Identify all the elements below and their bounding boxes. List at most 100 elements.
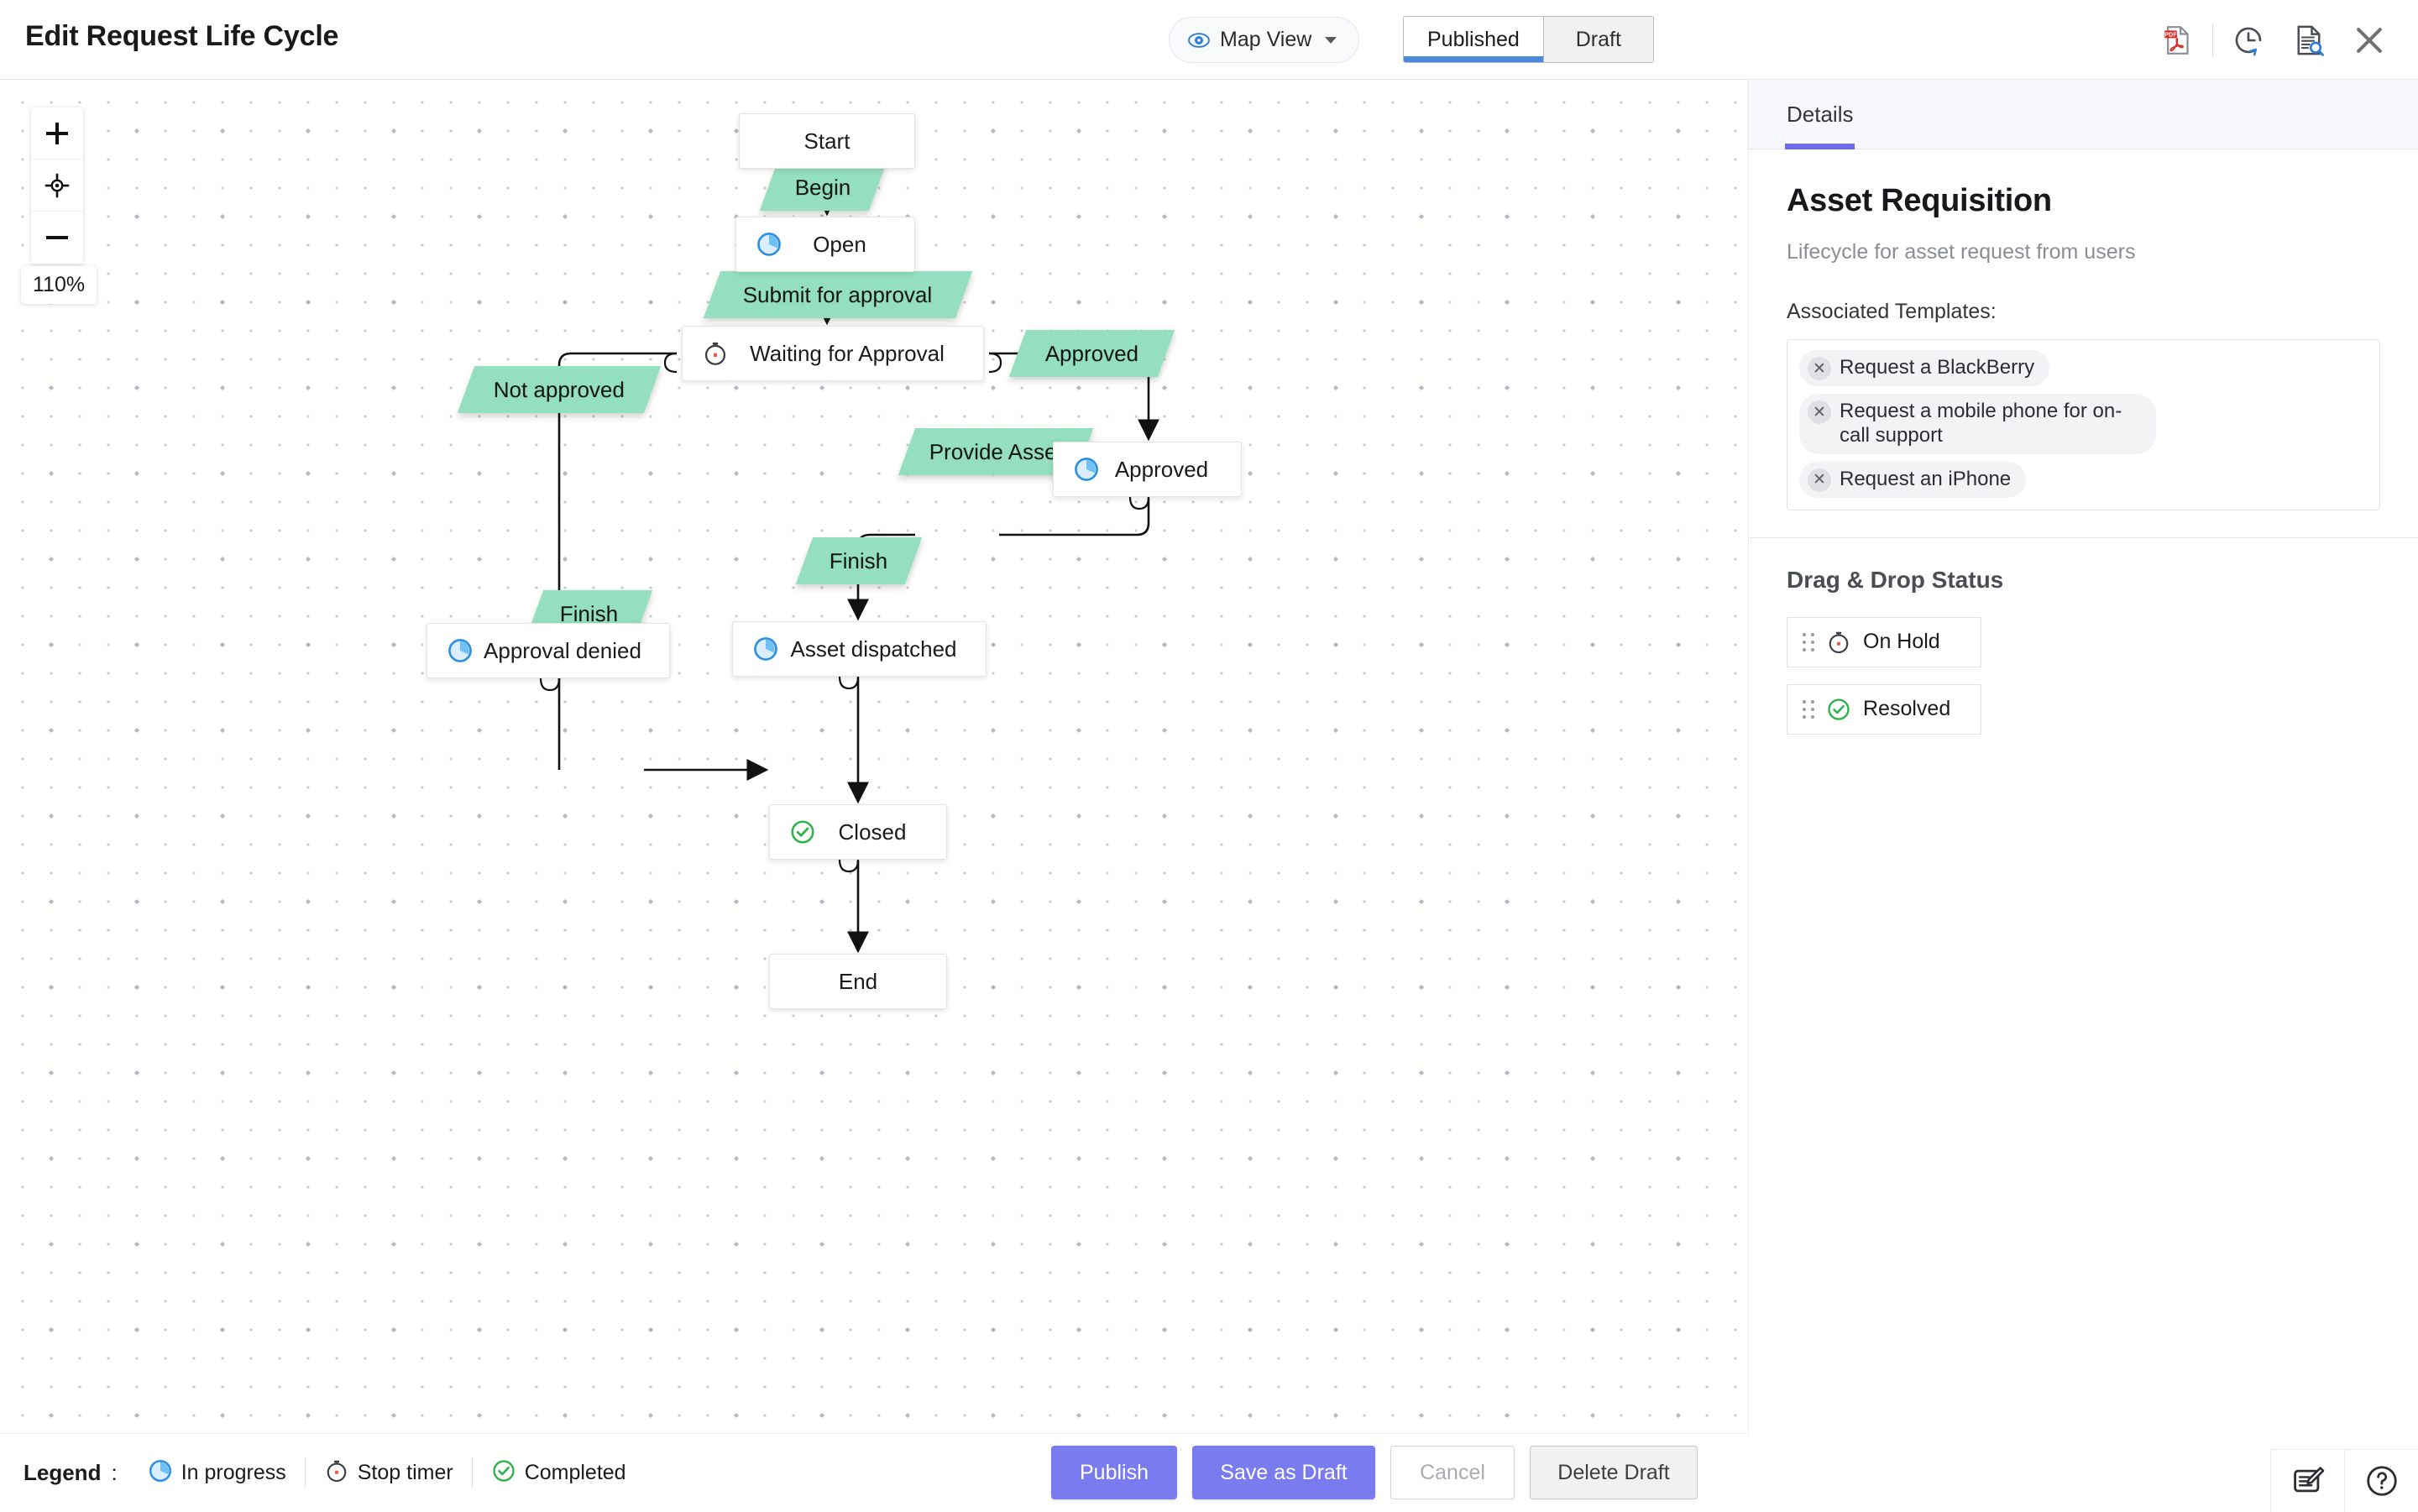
node-label: Start <box>740 128 914 154</box>
legend-item-in-progress: In progress <box>129 1458 305 1488</box>
footer-actions: Publish Save as Draft Cancel Delete Draf… <box>1051 1446 1698 1499</box>
footer-bar: Legend : In progress Stop timer <box>0 1433 1748 1511</box>
node-start[interactable]: Start <box>739 113 915 169</box>
drag-drop-item-on-hold[interactable]: On Hold <box>1787 617 1981 667</box>
in-progress-icon <box>751 635 780 663</box>
stop-timer-icon <box>701 339 730 368</box>
legend-item-completed: Completed <box>473 1458 645 1488</box>
drag-drop-item-resolved[interactable]: Resolved <box>1787 684 1981 735</box>
legend: Legend : In progress Stop timer <box>24 1457 645 1488</box>
legend-label: Legend <box>24 1460 101 1486</box>
node-open[interactable]: Open <box>735 217 915 272</box>
page-title: Edit Request Life Cycle <box>25 20 338 53</box>
tab-draft[interactable]: Draft <box>1543 17 1653 62</box>
template-chip[interactable]: ✕ Request an iPhone <box>1799 462 2026 498</box>
plus-icon <box>46 123 68 144</box>
lifecycle-description: Lifecycle for asset request from users <box>1787 240 2380 264</box>
node-closed[interactable]: Closed <box>769 804 947 860</box>
legend-item-label: In progress <box>181 1461 286 1485</box>
transition-label: Begin <box>795 175 851 201</box>
delete-draft-button[interactable]: Delete Draft <box>1530 1446 1698 1499</box>
tab-published[interactable]: Published <box>1404 17 1543 62</box>
panel-body: Asset Requisition Lifecycle for asset re… <box>1749 149 2418 510</box>
publish-button[interactable]: Publish <box>1051 1446 1177 1499</box>
node-asset-dispatched[interactable]: Asset dispatched <box>732 621 987 677</box>
close-icon[interactable]: ✕ <box>1808 357 1831 380</box>
cancel-button[interactable]: Cancel <box>1390 1446 1515 1499</box>
drag-drop-item-label: Resolved <box>1863 697 1950 721</box>
flow-canvas[interactable]: 110% <box>0 80 1748 1433</box>
template-chip-label: Request an iPhone <box>1840 468 2011 492</box>
tab-details[interactable]: Details <box>1787 80 1853 149</box>
history-icon[interactable] <box>2218 10 2279 71</box>
transition-label: Submit for approval <box>743 282 932 308</box>
publish-state-tabs: Published Draft <box>1403 16 1654 63</box>
drag-drop-status-list: On Hold Resolved <box>1749 594 2418 735</box>
drag-handle-icon[interactable] <box>1803 700 1814 719</box>
edit-note-icon[interactable] <box>2270 1450 2344 1512</box>
corner-toolbar <box>2270 1449 2418 1511</box>
node-waiting-for-approval[interactable]: Waiting for Approval <box>682 326 984 381</box>
drag-drop-item-label: On Hold <box>1863 630 1940 654</box>
map-view-label: Map View <box>1220 28 1311 52</box>
node-approved[interactable]: Approved <box>1053 442 1242 497</box>
node-label: End <box>770 969 946 995</box>
transition-label: Finish <box>830 548 887 574</box>
legend-item-label: Stop timer <box>358 1461 453 1485</box>
legend-separator: : <box>111 1460 117 1486</box>
node-approval-denied[interactable]: Approval denied <box>427 623 670 678</box>
in-progress-icon <box>148 1458 173 1488</box>
completed-icon <box>1826 697 1851 722</box>
transition-not-approved[interactable]: Not approved <box>458 366 661 413</box>
panel-tabbar: Details <box>1749 80 2418 149</box>
drag-handle-icon[interactable] <box>1803 633 1814 651</box>
crosshair-icon <box>44 173 70 198</box>
document-search-icon[interactable] <box>2279 10 2339 71</box>
minus-icon <box>46 227 68 249</box>
header-icon-group: PDF <box>2147 0 2400 80</box>
close-icon[interactable]: ✕ <box>1808 468 1831 492</box>
in-progress-icon <box>755 230 783 259</box>
template-chip[interactable]: ✕ Request a mobile phone for on-call sup… <box>1799 394 2156 454</box>
transition-label: Provide Asset <box>929 439 1063 465</box>
zoom-in-button[interactable] <box>31 107 83 160</box>
svg-text:PDF: PDF <box>2164 30 2177 38</box>
template-chip-label: Request a mobile phone for on-call suppo… <box>1840 400 2141 448</box>
zoom-controls <box>31 107 83 264</box>
zoom-level-indicator: 110% <box>21 266 97 304</box>
transition-finish-dispatch[interactable]: Finish <box>796 537 922 584</box>
completed-icon <box>491 1458 516 1488</box>
close-icon[interactable] <box>2339 10 2400 71</box>
in-progress-icon <box>446 636 474 665</box>
eye-icon <box>1188 29 1210 51</box>
transition-label: Approved <box>1045 341 1138 367</box>
details-panel: Details Asset Requisition Lifecycle for … <box>1748 80 2418 1433</box>
stop-timer-icon <box>324 1458 349 1488</box>
app-header: Edit Request Life Cycle Map View Publish… <box>0 0 2418 80</box>
lifecycle-title: Asset Requisition <box>1787 183 2380 219</box>
header-divider <box>2212 24 2213 57</box>
in-progress-icon <box>1072 455 1101 484</box>
close-icon[interactable]: ✕ <box>1808 400 1831 424</box>
template-chip-label: Request a BlackBerry <box>1840 356 2034 380</box>
template-chip[interactable]: ✕ Request a BlackBerry <box>1799 350 2049 386</box>
completed-icon <box>788 818 817 846</box>
node-end[interactable]: End <box>769 954 947 1009</box>
zoom-out-button[interactable] <box>31 212 83 264</box>
zoom-reset-button[interactable] <box>31 160 83 212</box>
associated-templates-box: ✕ Request a BlackBerry ✕ Request a mobil… <box>1787 339 2380 510</box>
save-as-draft-button[interactable]: Save as Draft <box>1192 1446 1375 1499</box>
legend-item-stop-timer: Stop timer <box>306 1458 472 1488</box>
transition-begin[interactable]: Begin <box>760 164 886 211</box>
transition-submit-approval[interactable]: Submit for approval <box>704 271 972 318</box>
transition-label: Not approved <box>494 377 625 403</box>
help-icon[interactable] <box>2344 1450 2418 1512</box>
stop-timer-icon <box>1826 630 1851 655</box>
chevron-down-icon <box>1325 37 1337 44</box>
drag-drop-status-title: Drag & Drop Status <box>1749 538 2418 594</box>
pdf-export-icon[interactable]: PDF <box>2147 10 2207 71</box>
associated-templates-label: Associated Templates: <box>1787 300 2380 324</box>
map-view-button[interactable]: Map View <box>1169 17 1359 63</box>
transition-approved[interactable]: Approved <box>1009 330 1175 377</box>
legend-item-label: Completed <box>525 1461 626 1485</box>
